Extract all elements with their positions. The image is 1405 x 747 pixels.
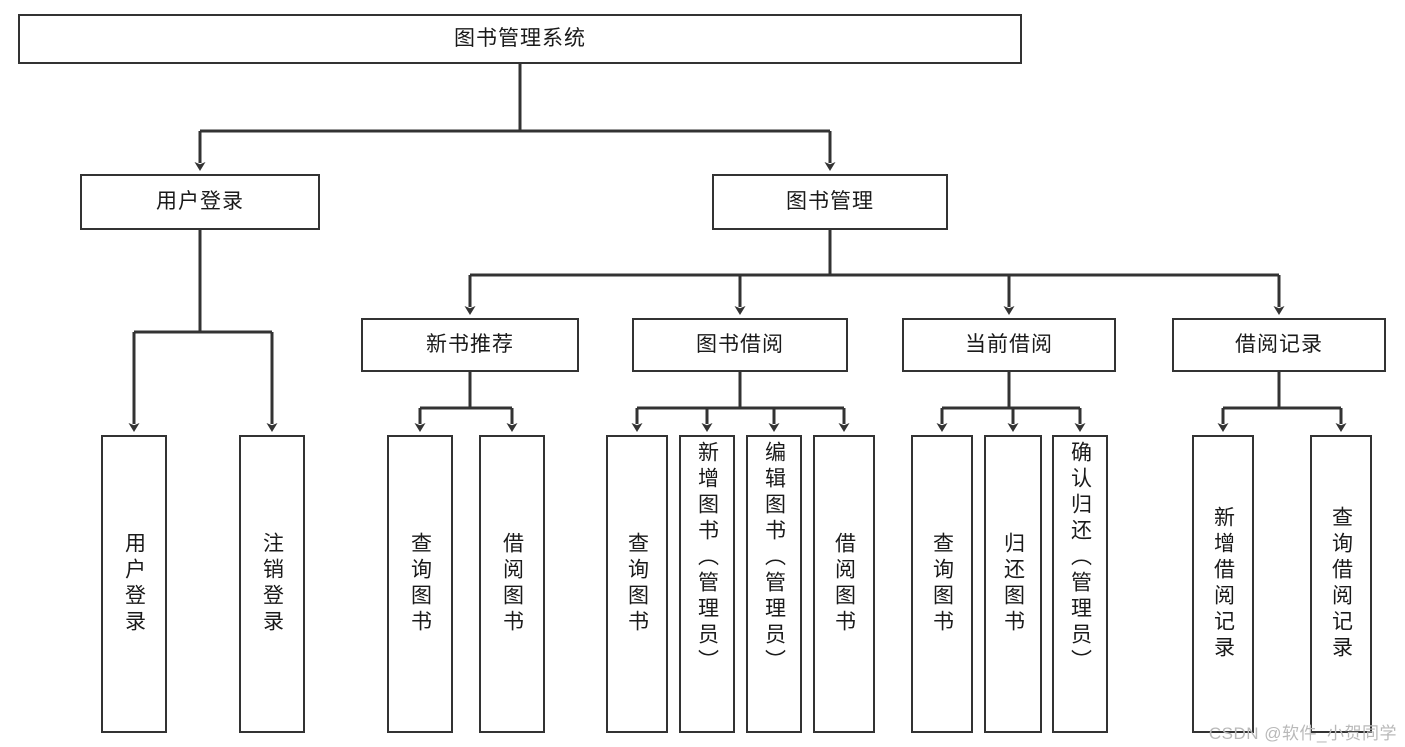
leaf-add-book-admin-label: 新增图书（管理员） — [695, 441, 719, 675]
leaf-user-logout[interactable]: 注销登录 — [239, 435, 305, 733]
node-book-management[interactable]: 图书管理 — [712, 174, 948, 230]
edge-group-borrow-record — [1217, 372, 1347, 432]
leaf-user-logout-label: 注销登录 — [260, 532, 284, 636]
leaf-query-borrowing-record-label: 查询借阅记录 — [1329, 506, 1353, 662]
node-user-login[interactable]: 用户登录 — [80, 174, 320, 230]
node-borrowing-record-label: 借阅记录 — [1235, 333, 1323, 357]
edge-group-book-mgmt — [464, 230, 1285, 315]
leaf-borrow-book-recommendation[interactable]: 借阅图书 — [479, 435, 545, 733]
leaf-borrow-book-borrowing-label: 借阅图书 — [832, 532, 856, 636]
watermark: CSDN @软件_小贺同学 — [1208, 724, 1397, 743]
leaf-add-borrowing-record[interactable]: 新增借阅记录 — [1192, 435, 1254, 733]
leaf-add-borrowing-record-label: 新增借阅记录 — [1211, 506, 1235, 662]
node-book-management-label: 图书管理 — [786, 190, 874, 214]
leaf-edit-book-admin[interactable]: 编辑图书（管理员） — [746, 435, 802, 733]
node-root[interactable]: 图书管理系统 — [18, 14, 1022, 64]
leaf-confirm-return-admin[interactable]: 确认归还（管理员） — [1052, 435, 1108, 733]
leaf-query-book-current-label: 查询图书 — [930, 532, 954, 636]
leaf-user-login-label: 用户登录 — [122, 532, 146, 636]
node-book-borrowing[interactable]: 图书借阅 — [632, 318, 848, 372]
leaf-query-book-borrowing-label: 查询图书 — [625, 532, 649, 636]
leaf-add-book-admin[interactable]: 新增图书（管理员） — [679, 435, 735, 733]
node-current-borrowing[interactable]: 当前借阅 — [902, 318, 1116, 372]
leaf-return-book-label: 归还图书 — [1001, 532, 1025, 636]
leaf-return-book[interactable]: 归还图书 — [984, 435, 1042, 733]
node-book-borrowing-label: 图书借阅 — [696, 333, 784, 357]
node-root-label: 图书管理系统 — [454, 27, 586, 51]
leaf-query-borrowing-record[interactable]: 查询借阅记录 — [1310, 435, 1372, 733]
leaf-query-book-recommendation-label: 查询图书 — [408, 532, 432, 636]
leaf-user-login[interactable]: 用户登录 — [101, 435, 167, 733]
edge-group-book-borrow — [631, 372, 850, 432]
leaf-edit-book-admin-label: 编辑图书（管理员） — [762, 441, 786, 675]
node-user-login-label: 用户登录 — [156, 190, 244, 214]
leaf-query-book-recommendation[interactable]: 查询图书 — [387, 435, 453, 733]
node-borrowing-record[interactable]: 借阅记录 — [1172, 318, 1386, 372]
edge-group-user-login — [128, 230, 278, 432]
node-new-book-recommendation[interactable]: 新书推荐 — [361, 318, 579, 372]
edge-group-root — [194, 64, 836, 171]
leaf-query-book-current[interactable]: 查询图书 — [911, 435, 973, 733]
node-new-book-recommendation-label: 新书推荐 — [426, 333, 514, 357]
leaf-query-book-borrowing[interactable]: 查询图书 — [606, 435, 668, 733]
leaf-borrow-book-recommendation-label: 借阅图书 — [500, 532, 524, 636]
node-current-borrowing-label: 当前借阅 — [965, 333, 1053, 357]
edge-group-current-borrow — [936, 372, 1086, 432]
edge-group-new-book-rec — [414, 372, 518, 432]
leaf-borrow-book-borrowing[interactable]: 借阅图书 — [813, 435, 875, 733]
leaf-confirm-return-admin-label: 确认归还（管理员） — [1068, 441, 1092, 675]
